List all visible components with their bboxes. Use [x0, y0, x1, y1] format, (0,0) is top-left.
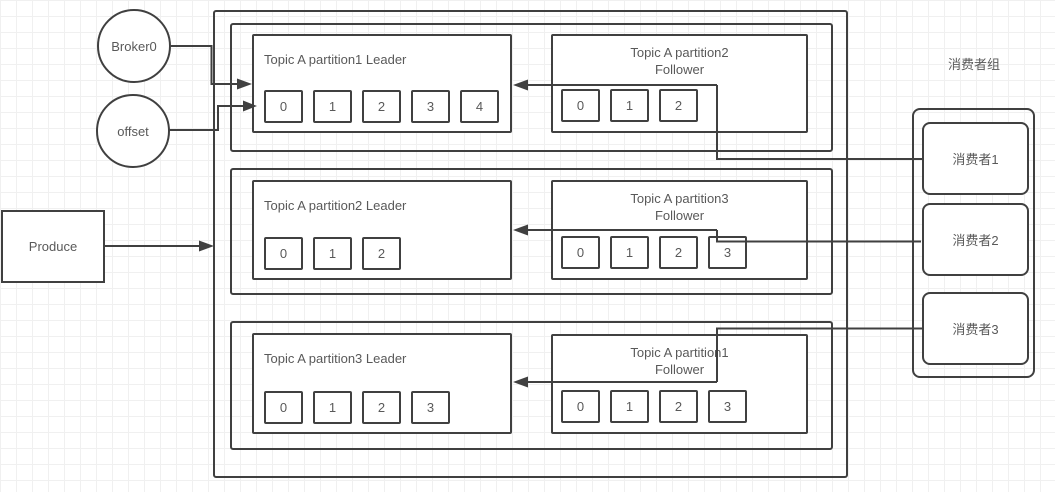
- log-cell: 3: [411, 90, 450, 123]
- log-cell: 2: [362, 237, 401, 270]
- leader3-title: Topic A partition3 Leader: [264, 351, 407, 366]
- log-cell: 1: [610, 390, 649, 423]
- leader-box-partition3: Topic A partition3 Leader 0 1 2 3: [252, 333, 512, 434]
- consumer2-label: 消费者2: [952, 233, 999, 248]
- log-cell: 2: [659, 89, 698, 122]
- leader-box-partition2: Topic A partition2 Leader 0 1 2: [252, 180, 512, 280]
- consumer3-node: 消费者3: [922, 292, 1029, 365]
- log-cell: 1: [610, 89, 649, 122]
- follower1-title-line1: Topic A partition2: [630, 45, 729, 60]
- log-cell: 1: [313, 391, 352, 424]
- log-cell: 0: [264, 391, 303, 424]
- leader-box-partition1: Topic A partition1 Leader 0 1 2 3 4: [252, 34, 512, 133]
- consumer-group-title: 消费者组: [947, 57, 1000, 72]
- produce-arrowhead: [199, 240, 214, 252]
- follower1-title-line2: Follower: [654, 62, 705, 77]
- leader1-cells: 0 1 2 3 4: [264, 90, 499, 123]
- follower2-title: Topic A partition3 Follower: [553, 190, 806, 224]
- log-cell: 0: [264, 237, 303, 270]
- log-cell: 1: [313, 90, 352, 123]
- follower-box-partition3: Topic A partition3 Follower 0 1 2 3: [551, 180, 808, 280]
- follower2-title-line2: Follower: [654, 208, 705, 223]
- follower3-cells: 0 1 2 3: [561, 390, 747, 423]
- offset-label: offset: [117, 123, 149, 139]
- follower3-title: Topic A partition1 Follower: [553, 344, 806, 378]
- log-cell: 1: [313, 237, 352, 270]
- follower1-cells: 0 1 2: [561, 89, 698, 122]
- log-cell: 0: [264, 90, 303, 123]
- log-cell: 0: [561, 89, 600, 122]
- leader2-title: Topic A partition2 Leader: [264, 198, 407, 213]
- log-cell: 3: [411, 391, 450, 424]
- log-cell: 3: [708, 390, 747, 423]
- leader3-cells: 0 1 2 3: [264, 391, 450, 424]
- log-cell: 2: [659, 390, 698, 423]
- broker0-label: Broker0: [111, 38, 157, 54]
- consumer2-node: 消费者2: [922, 203, 1029, 276]
- consumer-group-box: [912, 108, 1035, 378]
- follower3-title-line2: Follower: [654, 362, 705, 377]
- partition-row-3-box: [230, 321, 833, 450]
- log-cell: 1: [610, 236, 649, 269]
- log-cell: 3: [708, 236, 747, 269]
- log-cell: 2: [362, 391, 401, 424]
- consumer1-label: 消费者1: [952, 152, 999, 167]
- broker0-node: Broker0: [97, 9, 171, 83]
- log-cell: 2: [659, 236, 698, 269]
- follower2-cells: 0 1 2 3: [561, 236, 747, 269]
- follower-box-partition1: Topic A partition1 Follower 0 1 2 3: [551, 334, 808, 434]
- produce-label: Produce: [28, 239, 78, 254]
- leader2-cells: 0 1 2: [264, 237, 401, 270]
- consumer1-node: 消费者1: [922, 122, 1029, 195]
- broker-container-box: [213, 10, 848, 478]
- log-cell: 0: [561, 390, 600, 423]
- log-cell: 4: [460, 90, 499, 123]
- offset-node: offset: [96, 94, 170, 168]
- follower1-title: Topic A partition2 Follower: [553, 44, 806, 78]
- follower-box-partition2: Topic A partition2 Follower 0 1 2: [551, 34, 808, 133]
- log-cell: 0: [561, 236, 600, 269]
- follower3-title-line1: Topic A partition1: [630, 345, 729, 360]
- log-cell: 2: [362, 90, 401, 123]
- follower2-title-line1: Topic A partition3: [630, 191, 729, 206]
- consumer3-label: 消费者3: [952, 322, 999, 337]
- produce-node: Produce: [1, 210, 105, 283]
- leader1-title: Topic A partition1 Leader: [264, 52, 407, 67]
